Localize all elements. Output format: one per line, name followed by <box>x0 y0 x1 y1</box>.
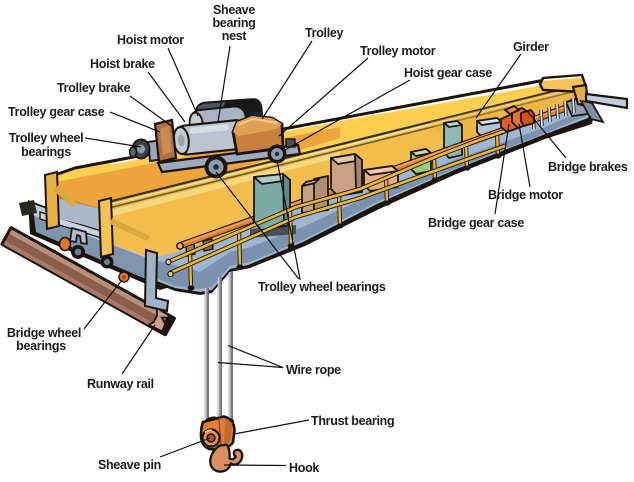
svg-text:Thrust bearing: Thrust bearing <box>311 414 394 428</box>
svg-text:Trolley wheel: Trolley wheel <box>9 131 84 145</box>
svg-text:Bridge brakes: Bridge brakes <box>548 160 628 174</box>
svg-text:Sheave: Sheave <box>213 3 255 17</box>
svg-text:Hook: Hook <box>289 461 319 475</box>
svg-text:Hoist brake: Hoist brake <box>90 57 155 71</box>
svg-text:Trolley: Trolley <box>305 26 344 40</box>
svg-text:Bridge wheel: Bridge wheel <box>7 326 81 340</box>
svg-text:bearings: bearings <box>16 339 66 353</box>
svg-text:bearings: bearings <box>21 145 71 159</box>
svg-text:Trolley gear case: Trolley gear case <box>8 105 105 119</box>
svg-text:Trolley wheel bearings: Trolley wheel bearings <box>258 280 386 294</box>
svg-text:Trolley brake: Trolley brake <box>57 81 131 95</box>
svg-text:Runway rail: Runway rail <box>87 377 154 391</box>
svg-text:Hoist gear case: Hoist gear case <box>404 66 492 80</box>
svg-text:Hoist motor: Hoist motor <box>117 33 184 47</box>
svg-text:Bridge gear case: Bridge gear case <box>428 216 524 230</box>
svg-text:Wire rope: Wire rope <box>286 363 341 377</box>
svg-text:Trolley motor: Trolley motor <box>360 44 436 58</box>
svg-text:bearing: bearing <box>212 16 255 30</box>
svg-text:Girder: Girder <box>513 40 549 54</box>
svg-text:nest: nest <box>222 29 248 43</box>
svg-text:Sheave pin: Sheave pin <box>98 458 161 472</box>
svg-text:Bridge motor: Bridge motor <box>488 188 563 202</box>
